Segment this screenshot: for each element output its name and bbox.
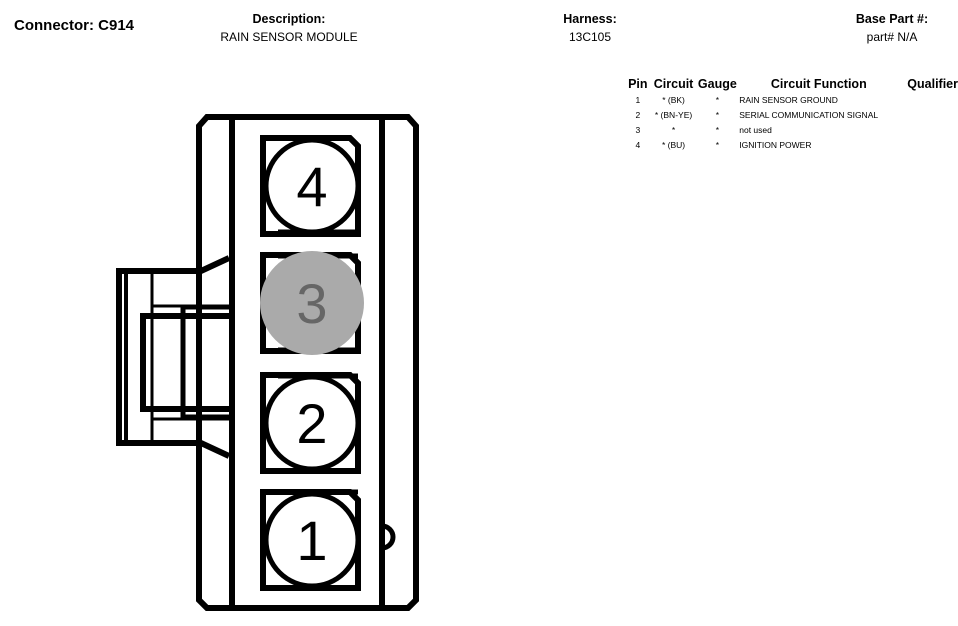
cell-gauge: * bbox=[715, 139, 719, 150]
pin-not-used-marker bbox=[260, 251, 364, 355]
cell-circuit: * (BK) bbox=[662, 94, 685, 105]
table-row: 1 * (BK) * RAIN SENSOR GROUND bbox=[624, 92, 958, 107]
table-row: 2 * (BN-YE) * SERIAL COMMUNICATION SIGNA… bbox=[624, 107, 958, 122]
cell-circuit: * (BN-YE) bbox=[654, 109, 693, 120]
cell-pin: 1 bbox=[635, 94, 641, 105]
header-qualifier: Qualifier bbox=[907, 77, 958, 91]
header-gauge: Gauge bbox=[697, 77, 737, 91]
pin-cavity-2: 2 bbox=[260, 372, 361, 474]
table-row: 3 * * not used bbox=[624, 122, 958, 137]
base-part-block: Base Part #: part# N/A bbox=[830, 10, 954, 46]
pin-table: Pin Circuit Gauge Circuit Function Quali… bbox=[624, 76, 958, 152]
pin-number-label: 4 bbox=[296, 155, 327, 218]
pin-table-header-row: Pin Circuit Gauge Circuit Function Quali… bbox=[624, 76, 958, 92]
harness-label: Harness: bbox=[563, 12, 617, 26]
connector-housing bbox=[196, 114, 419, 611]
cell-gauge: * bbox=[715, 124, 719, 135]
cell-function: SERIAL COMMUNICATION SIGNAL bbox=[739, 109, 879, 120]
header-pin: Pin bbox=[628, 77, 648, 91]
base-part-value: part# N/A bbox=[866, 30, 918, 44]
pin-circle bbox=[263, 491, 361, 589]
cell-pin: 2 bbox=[635, 109, 641, 120]
header-circuit: Circuit bbox=[653, 77, 694, 91]
pin-number-label: 1 bbox=[296, 509, 327, 572]
pin-cavity-3: 3 bbox=[260, 251, 364, 355]
cell-circuit: * bbox=[671, 124, 676, 135]
pin-circle bbox=[263, 374, 361, 472]
cell-gauge: * bbox=[715, 109, 719, 120]
cell-circuit: * (BU) bbox=[661, 139, 686, 150]
description-value: RAIN SENSOR MODULE bbox=[220, 30, 358, 44]
cell-gauge: * bbox=[715, 94, 719, 105]
cell-function: IGNITION POWER bbox=[739, 139, 812, 150]
cell-function: not used bbox=[739, 124, 772, 135]
pin-cavity-1: 1 bbox=[260, 489, 361, 591]
connector-latch bbox=[116, 255, 231, 459]
harness-block: Harness: 13C105 bbox=[540, 10, 640, 46]
pin-cavities: 4 3 2 1 bbox=[260, 135, 364, 591]
cell-pin: 4 bbox=[635, 139, 641, 150]
cell-pin: 3 bbox=[635, 124, 641, 135]
pin-cavity-4: 4 bbox=[260, 135, 361, 237]
table-row: 4 * (BU) * IGNITION POWER bbox=[624, 137, 958, 152]
description-label: Description: bbox=[252, 12, 326, 26]
header-function: Circuit Function bbox=[770, 77, 867, 91]
harness-value: 13C105 bbox=[568, 30, 612, 44]
base-part-label: Base Part #: bbox=[855, 12, 929, 26]
pin-number-label: 3 bbox=[296, 272, 327, 335]
connector-title: Connector: C914 bbox=[14, 17, 135, 34]
description-block: Description: RAIN SENSOR MODULE bbox=[188, 10, 390, 46]
pin-circle bbox=[263, 137, 361, 235]
cell-function: RAIN SENSOR GROUND bbox=[739, 94, 838, 105]
pin-number-label: 2 bbox=[296, 392, 327, 455]
